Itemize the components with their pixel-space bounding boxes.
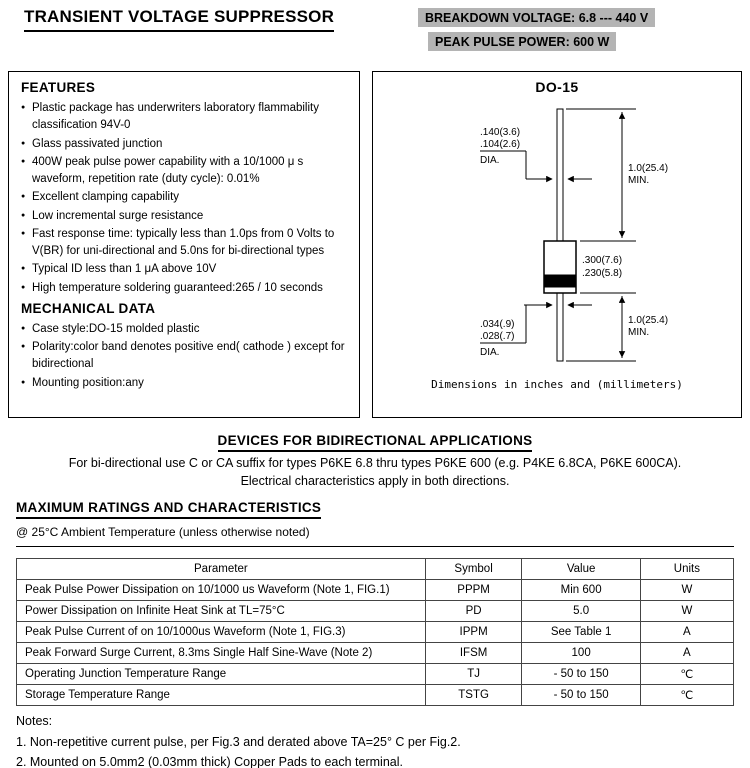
dimensions-caption: Dimensions in inches and (millimeters)	[431, 378, 683, 391]
dim-top-dia-max: .140(3.6)	[480, 127, 520, 138]
dim-lead-length-top: 1.0(25.4)	[628, 163, 668, 174]
cell-symbol: PD	[424, 600, 523, 622]
table-row: Operating Junction Temperature Range TJ …	[16, 663, 735, 685]
notes-section: Notes: 1. Non-repetitive current pulse, …	[16, 712, 734, 768]
cell-symbol: PPPM	[424, 579, 523, 601]
feature-item: Excellent clamping capability	[21, 189, 349, 206]
cell-value: 100	[521, 642, 641, 664]
cell-parameter: Storage Temperature Range	[16, 684, 426, 706]
col-header-units: Units	[639, 558, 735, 580]
cell-parameter: Peak Pulse Power Dissipation on 10/1000 …	[16, 579, 426, 601]
feature-item: Fast response time: typically less than …	[21, 226, 349, 261]
feature-item: High temperature soldering guaranteed:26…	[21, 280, 349, 297]
breakdown-voltage-badge: BREAKDOWN VOLTAGE: 6.8 --- 440 V	[418, 8, 656, 27]
feature-item: 400W peak pulse power capability with a …	[21, 154, 349, 189]
mechanical-data-heading: MECHANICAL DATA	[21, 300, 156, 316]
cell-value: 5.0	[521, 600, 641, 622]
ratings-heading: MAXIMUM RATINGS AND CHARACTERISTICS	[16, 500, 322, 519]
header-badges: BREAKDOWN VOLTAGE: 6.8 --- 440 V PEAK PU…	[418, 8, 656, 56]
mechanical-item: Mounting position:any	[21, 375, 349, 392]
dim-dia-label: DIA.	[480, 155, 499, 166]
cell-units: A	[639, 642, 735, 664]
note-item: 2. Mounted on 5.0mm2 (0.03mm thick) Copp…	[16, 755, 403, 768]
mechanical-item: Polarity:color band denotes positive end…	[21, 339, 349, 374]
dim-top-dia-min: .104(2.6)	[480, 139, 520, 150]
cell-units: ℃	[639, 663, 735, 685]
dim-lead-length-bottom: 1.0(25.4)	[628, 315, 668, 326]
cell-symbol: TJ	[424, 663, 523, 685]
notes-heading: Notes:	[16, 714, 53, 728]
bidirectional-text-line1: For bi-directional use C or CA suffix fo…	[68, 456, 682, 470]
cell-units: W	[639, 579, 735, 601]
dim-body-max: .300(7.6)	[582, 255, 622, 266]
dim-body-min: .230(5.8)	[582, 268, 622, 279]
col-header-symbol: Symbol	[424, 558, 523, 580]
top-panels: FEATURES Plastic package has underwriter…	[8, 71, 742, 418]
cell-value: See Table 1	[521, 621, 641, 643]
table-row: Power Dissipation on Infinite Heat Sink …	[16, 600, 735, 622]
dim-wire-dia-min: .028(.7)	[480, 331, 514, 342]
peak-pulse-power-badge: PEAK PULSE POWER: 600 W	[428, 32, 617, 51]
ratings-section: MAXIMUM RATINGS AND CHARACTERISTICS @ 25…	[16, 496, 735, 706]
feature-item: Low incremental surge resistance	[21, 208, 349, 225]
table-header-row: Parameter Symbol Value Units	[16, 558, 735, 580]
cell-symbol: TSTG	[424, 684, 523, 706]
ratings-table-header: Parameter Symbol Value Units	[16, 558, 735, 580]
cell-parameter: Peak Pulse Current of on 10/1000us Wavef…	[16, 621, 426, 643]
lead-wire	[556, 108, 564, 362]
cell-parameter: Operating Junction Temperature Range	[16, 663, 426, 685]
feature-item: Typical ID less than 1 μA above 10V	[21, 261, 349, 278]
cell-value: Min 600	[521, 579, 641, 601]
cell-parameter: Peak Forward Surge Current, 8.3ms Single…	[16, 642, 426, 664]
page-title: TRANSIENT VOLTAGE SUPPRESSOR	[24, 7, 335, 32]
cell-value: - 50 to 150	[521, 663, 641, 685]
col-header-parameter: Parameter	[16, 558, 426, 580]
bidirectional-section: DEVICES FOR BIDIRECTIONAL APPLICATIONS F…	[0, 432, 750, 488]
features-heading: FEATURES	[21, 80, 96, 95]
table-row: Peak Forward Surge Current, 8.3ms Single…	[16, 642, 735, 664]
table-row: Peak Pulse Power Dissipation on 10/1000 …	[16, 579, 735, 601]
feature-item: Plastic package has underwriters laborat…	[21, 100, 349, 135]
bidirectional-heading: DEVICES FOR BIDIRECTIONAL APPLICATIONS	[217, 433, 533, 452]
cell-units: ℃	[639, 684, 735, 706]
features-list: Plastic package has underwriters laborat…	[21, 100, 349, 297]
dim-dia-label-bottom: DIA.	[480, 347, 499, 358]
cell-symbol: IPPM	[424, 621, 523, 643]
package-panel: DO-15	[372, 71, 742, 418]
dim-min-label-bottom: MIN.	[628, 327, 649, 338]
feature-item: Glass passivated junction	[21, 136, 349, 153]
cell-units: A	[639, 621, 735, 643]
col-header-value: Value	[521, 558, 641, 580]
cell-symbol: IFSM	[424, 642, 523, 664]
cathode-band	[543, 274, 577, 288]
package-title: DO-15	[535, 79, 579, 95]
cell-units: W	[639, 600, 735, 622]
note-item: 1. Non-repetitive current pulse, per Fig…	[16, 734, 461, 749]
ambient-condition-note: @ 25°C Ambient Temperature (unless other…	[16, 525, 734, 547]
dim-wire-dia-max: .034(.9)	[480, 319, 514, 330]
ratings-table-body: Peak Pulse Power Dissipation on 10/1000 …	[16, 579, 735, 706]
dim-min-label-top: MIN.	[628, 175, 649, 186]
features-panel: FEATURES Plastic package has underwriter…	[8, 71, 360, 418]
mechanical-item: Case style:DO-15 molded plastic	[21, 321, 349, 338]
table-row: Peak Pulse Current of on 10/1000us Wavef…	[16, 621, 735, 643]
bidirectional-text-line2: Electrical characteristics apply in both…	[240, 474, 510, 488]
header: TRANSIENT VOLTAGE SUPPRESSOR BREAKDOWN V…	[0, 5, 750, 59]
ratings-table: Parameter Symbol Value Units Peak Pulse …	[16, 558, 735, 706]
mechanical-data-list: Case style:DO-15 molded plastic Polarity…	[21, 321, 349, 392]
cell-parameter: Power Dissipation on Infinite Heat Sink …	[16, 600, 426, 622]
package-outline-drawing: .140(3.6) .104(2.6) DIA. 1.0(25.4) MIN. …	[480, 108, 668, 362]
cell-value: - 50 to 150	[521, 684, 641, 706]
table-row: Storage Temperature Range TSTG - 50 to 1…	[16, 684, 735, 706]
